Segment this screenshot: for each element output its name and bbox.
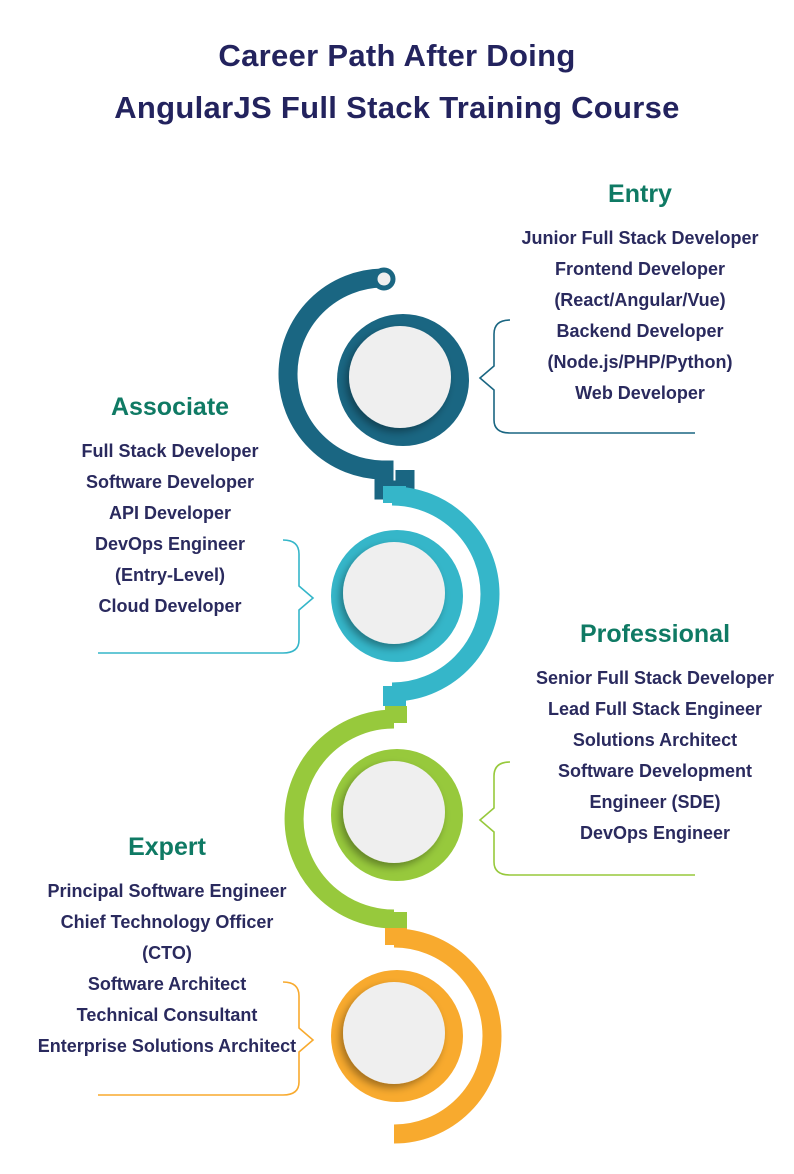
list-item: Web Developer — [575, 383, 705, 403]
associate-circle — [343, 542, 445, 644]
list-item: Backend Developer — [556, 321, 724, 341]
entry-block: Entry Junior Full Stack Developer Fronte… — [490, 179, 790, 409]
list-item: Full Stack Developer — [81, 441, 259, 461]
list-item: (Node.js/PHP/Python) — [547, 352, 733, 372]
professional-brace — [478, 761, 695, 876]
expert-heading: Expert — [128, 833, 206, 861]
list-item: (React/Angular/Vue) — [554, 290, 726, 310]
list-item: API Developer — [108, 503, 232, 523]
list-item: Enterprise Solutions Architect — [37, 1036, 297, 1056]
entry-brace — [478, 319, 695, 434]
entry-outer-arc — [278, 268, 415, 500]
list-item: Software Development — [557, 761, 753, 781]
entry-stage-graphic — [278, 267, 469, 500]
title-line-1: Career Path After Doing — [218, 38, 576, 73]
list-item: Chief Technology Officer — [60, 912, 274, 932]
list-item: Cloud Developer — [98, 596, 242, 616]
list-item: Software Developer — [85, 472, 255, 492]
expert-brace — [98, 981, 315, 1096]
list-item: Engineer (SDE) — [589, 792, 721, 812]
list-item: Frontend Developer — [554, 259, 726, 279]
list-item: Technical Consultant — [76, 1005, 258, 1025]
list-item: (Entry-Level) — [114, 565, 226, 585]
expert-outer-arc — [393, 928, 502, 1144]
list-item: Software Architect — [87, 974, 247, 994]
associate-outer-arc — [391, 486, 500, 702]
title-line-2: AngularJS Full Stack Training Course — [114, 90, 680, 125]
associate-heading: Associate — [110, 393, 230, 421]
professional-block: Professional Senior Full Stack Developer… — [505, 619, 794, 849]
associate-brace — [98, 539, 315, 654]
list-item: Junior Full Stack Developer — [521, 228, 759, 248]
entry-circle — [349, 326, 451, 428]
list-item: Lead Full Stack Engineer — [547, 699, 763, 719]
professional-circle — [343, 761, 445, 863]
professional-heading: Professional — [579, 620, 731, 648]
list-item: DevOps Engineer — [579, 823, 731, 843]
associate-block: Associate Full Stack Developer Software … — [20, 392, 320, 622]
page-title: Career Path After Doing AngularJS Full S… — [0, 30, 794, 134]
list-item: Solutions Architect — [572, 730, 738, 750]
list-item: Principal Software Engineer — [47, 881, 287, 901]
professional-outer-arc — [284, 709, 395, 929]
associate-stage-graphic — [331, 486, 500, 706]
expert-circle — [343, 982, 445, 1084]
entry-heading: Entry — [608, 180, 672, 208]
entry-start-dot — [372, 267, 396, 291]
professional-stage-graphic — [284, 706, 463, 929]
list-item: Senior Full Stack Developer — [535, 668, 775, 688]
list-item: DevOps Engineer — [94, 534, 246, 554]
expert-block: Expert Principal Software Engineer Chief… — [17, 832, 317, 1062]
expert-stage-graphic — [331, 928, 502, 1144]
list-item: (CTO) — [142, 943, 192, 963]
